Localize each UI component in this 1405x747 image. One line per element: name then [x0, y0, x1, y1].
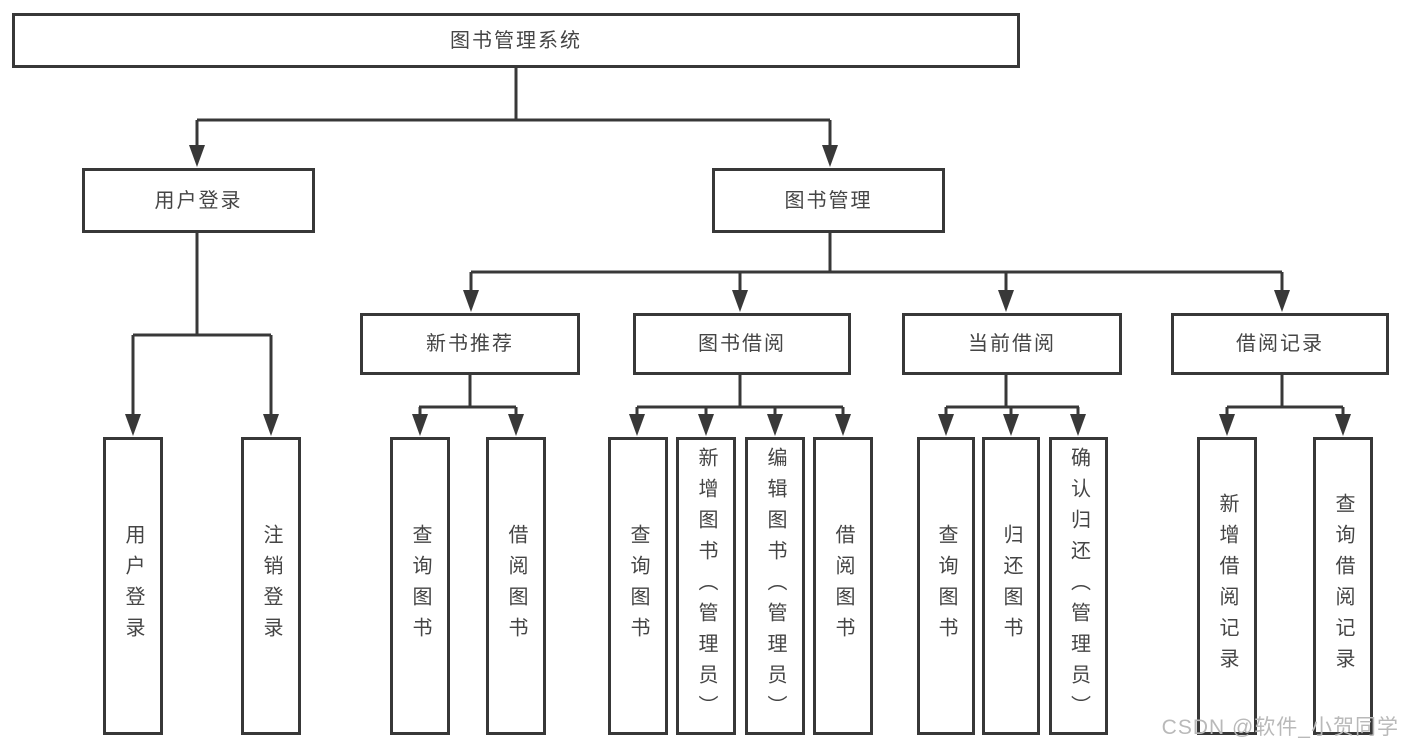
node-root-label: 图书管理系统	[450, 29, 582, 52]
leaf-recommend-query-books: 查询图书	[390, 437, 450, 735]
leaf-logout: 注销登录	[241, 437, 301, 735]
leaf-recommend-query-books-label: 查询图书	[409, 524, 431, 648]
leaf-add-borrow-record-label: 新增借阅记录	[1216, 493, 1238, 679]
leaf-confirm-return-admin: 确认归还（管理员）	[1049, 437, 1108, 735]
node-user-login: 用户登录	[82, 168, 315, 233]
leaf-recommend-borrow-books: 借阅图书	[486, 437, 546, 735]
leaf-current-query-books: 查询图书	[917, 437, 975, 735]
node-current-borrowing: 当前借阅	[902, 313, 1122, 375]
leaf-confirm-return-admin-label: 确认归还（管理员）	[1067, 446, 1090, 726]
node-new-book-recommendation: 新书推荐	[360, 313, 580, 375]
leaf-add-books-admin-label: 新增图书（管理员）	[695, 446, 717, 726]
leaf-borrow-query-books-label: 查询图书	[627, 524, 649, 648]
node-user-login-label: 用户登录	[154, 189, 243, 212]
watermark: CSDN @软件_小贺同学	[1161, 716, 1399, 739]
leaf-user-login: 用户登录	[103, 437, 163, 735]
leaf-return-books-label: 归还图书	[1000, 524, 1022, 648]
arrowheads	[125, 145, 1351, 436]
leaf-return-books: 归还图书	[982, 437, 1040, 735]
leaf-edit-books-admin: 编辑图书（管理员）	[745, 437, 805, 735]
node-borrowing-records: 借阅记录	[1171, 313, 1389, 375]
leaf-add-books-admin: 新增图书（管理员）	[676, 437, 736, 735]
node-new-book-recommendation-label: 新书推荐	[426, 333, 514, 355]
leaf-logout-label: 注销登录	[260, 524, 282, 648]
leaf-borrow-books: 借阅图书	[813, 437, 873, 735]
leaf-add-borrow-record: 新增借阅记录	[1197, 437, 1257, 735]
leaf-borrow-query-books: 查询图书	[608, 437, 668, 735]
leaf-query-borrow-record: 查询借阅记录	[1313, 437, 1373, 735]
leaf-edit-books-admin-label: 编辑图书（管理员）	[764, 446, 786, 726]
node-current-borrowing-label: 当前借阅	[968, 333, 1056, 355]
node-book-management: 图书管理	[712, 168, 945, 233]
node-book-management-label: 图书管理	[784, 189, 873, 212]
node-book-borrowing-label: 图书借阅	[698, 333, 786, 355]
leaf-recommend-borrow-books-label: 借阅图书	[505, 524, 527, 648]
node-book-borrowing: 图书借阅	[633, 313, 851, 375]
leaf-current-query-books-label: 查询图书	[935, 524, 957, 648]
leaf-borrow-books-label: 借阅图书	[832, 524, 854, 648]
leaf-query-borrow-record-label: 查询借阅记录	[1332, 493, 1354, 679]
node-root: 图书管理系统	[12, 13, 1020, 68]
node-borrowing-records-label: 借阅记录	[1236, 333, 1324, 355]
leaf-user-login-label: 用户登录	[122, 524, 144, 648]
